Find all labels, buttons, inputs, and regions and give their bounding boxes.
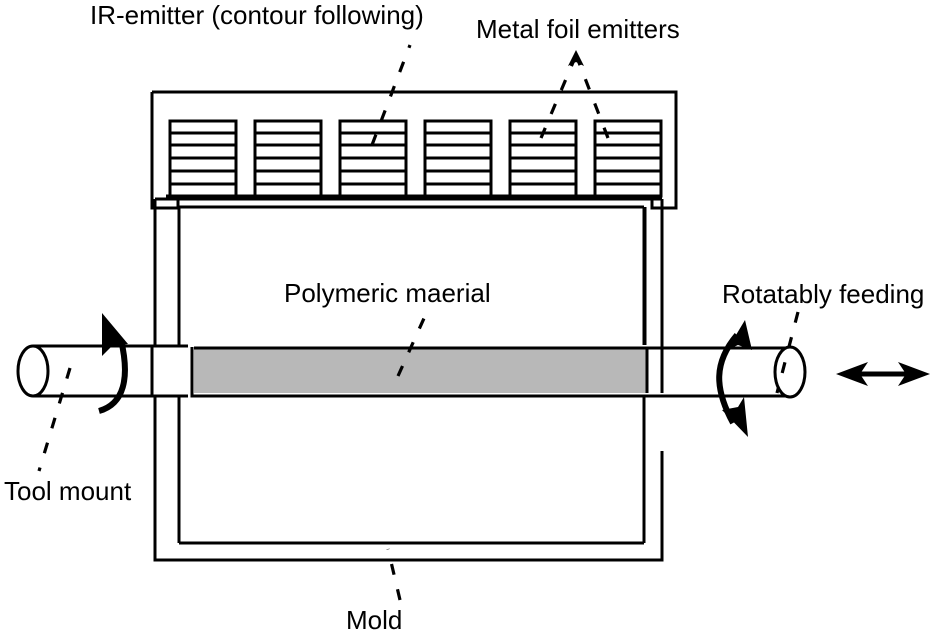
emitter-housing bbox=[150, 90, 678, 210]
right-rotation-arrow bbox=[716, 320, 752, 437]
left-rotation-arc bbox=[97, 339, 128, 414]
mandrel-through-mold bbox=[152, 344, 188, 398]
emitter-block bbox=[423, 119, 493, 198]
feed-arrowhead-right bbox=[898, 362, 930, 386]
left-tool-mount-shaft bbox=[16, 344, 154, 398]
polymer-channel-bracket bbox=[190, 347, 790, 398]
left-rotation-arrowhead bbox=[102, 313, 128, 356]
polymeric-material-block bbox=[194, 348, 647, 393]
metal-foil-label: Metal foil emitters bbox=[476, 14, 680, 44]
metal-foil-leader-arrowhead bbox=[568, 50, 584, 66]
mold-leader-line bbox=[386, 548, 402, 601]
emitter-blocks-group bbox=[168, 119, 663, 198]
left-rotation-arrow bbox=[97, 313, 128, 414]
right-rotation-arrowhead-top bbox=[727, 320, 752, 350]
feed-arrowhead-left bbox=[836, 362, 868, 386]
emitter-housing-left bbox=[150, 92, 180, 210]
right-rotation-arrowhead-bottom bbox=[722, 397, 748, 437]
left-shaft-endcap bbox=[16, 344, 50, 398]
polymeric-material-label: Polymeric maerial bbox=[284, 278, 491, 308]
emitter-block bbox=[253, 119, 323, 198]
emitter-housing-top-right bbox=[152, 90, 678, 210]
rotatably-feeding-label: Rotatably feeding bbox=[722, 279, 924, 309]
polymer-layer-group bbox=[190, 346, 790, 398]
emitter-block bbox=[338, 119, 408, 198]
mold-label: Mold bbox=[346, 605, 402, 635]
tool-mount-label: Tool mount bbox=[4, 476, 132, 506]
ir-emitter-leader-line bbox=[370, 44, 412, 146]
ir-emitter-label: IR-emitter (contour following) bbox=[90, 0, 424, 30]
mold-outer-bottom bbox=[153, 396, 664, 562]
mold-outer-left-upper bbox=[152, 199, 157, 348]
tool-mount-leader-line bbox=[37, 367, 72, 472]
linear-feed-arrow bbox=[836, 362, 930, 386]
emitter-block bbox=[168, 119, 238, 198]
left-shaft-body bbox=[33, 344, 154, 398]
